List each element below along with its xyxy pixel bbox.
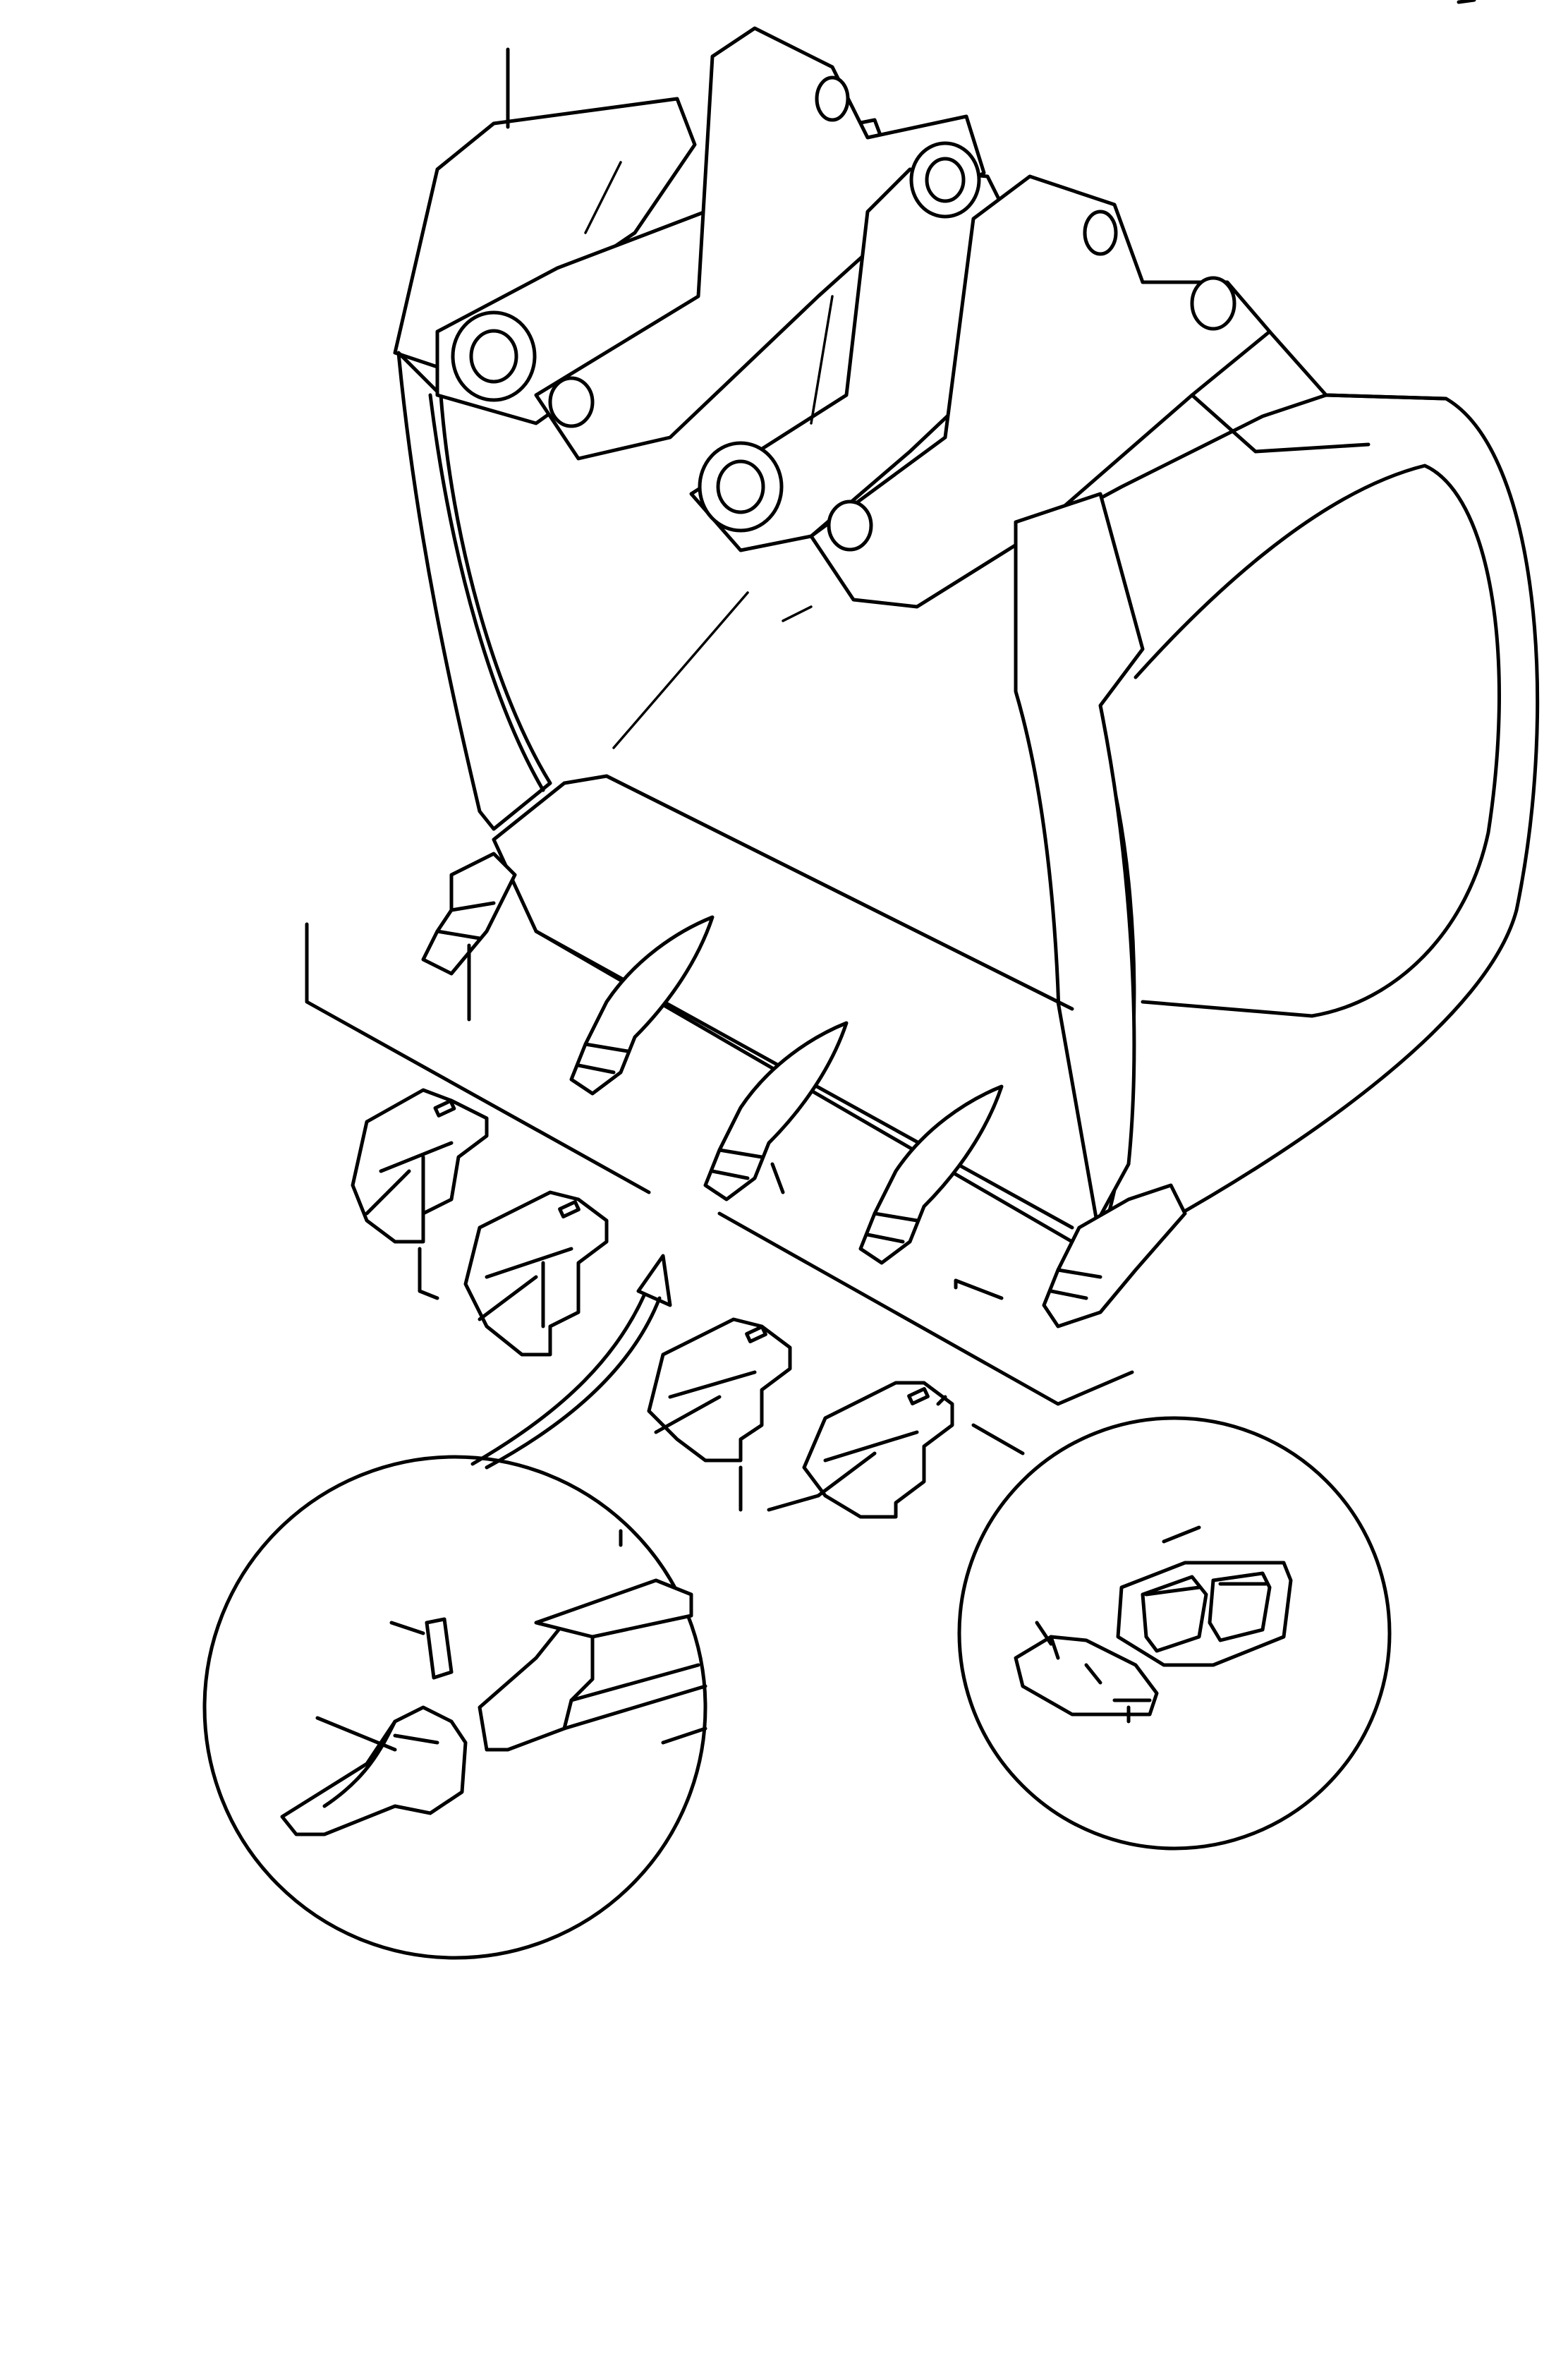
detail-circle-right <box>957 1416 1392 1851</box>
leader-tooth-1 <box>467 943 958 1290</box>
assembly-arrow <box>470 1254 672 1470</box>
detail-circle-left <box>202 1455 707 1960</box>
tooth-4 <box>858 1084 1004 1265</box>
boss-1 <box>451 310 537 402</box>
boss-2 <box>909 141 981 219</box>
back-wall-curve <box>428 393 545 792</box>
bucket-body <box>393 26 1540 1244</box>
hinge-bracket-center-left <box>534 26 986 461</box>
retaining-pin <box>425 1617 454 1680</box>
corner-mark <box>1457 0 1476 4</box>
adapter-4 <box>802 1381 954 1519</box>
boss-3 <box>698 441 784 533</box>
right-side-plate <box>1014 492 1145 1244</box>
adapter-top <box>534 1578 693 1639</box>
adapter-1 <box>351 1088 489 1244</box>
tooth-leader <box>315 1716 397 1752</box>
rib-lines <box>584 161 834 749</box>
pin-leader <box>389 1621 425 1635</box>
tooth-3 <box>703 1021 849 1201</box>
teeth-row <box>421 852 1187 1328</box>
right-rim-inner <box>1134 464 1501 1018</box>
adapter-leaders <box>418 1247 820 1512</box>
rim-top-band <box>1190 329 1448 454</box>
tooth-2 <box>569 915 715 1096</box>
boss-3-hole <box>716 459 765 514</box>
detail-circle-lock <box>936 1395 1392 1851</box>
lock-leader <box>1162 1525 1201 1544</box>
tooth-point <box>280 1705 468 1836</box>
left-side-wall <box>396 351 552 831</box>
tooth-1 <box>421 852 517 976</box>
hole-1 <box>548 376 595 428</box>
cutting-edge-lip <box>492 774 1102 1244</box>
hole-3 <box>1190 276 1236 331</box>
boss-1-hole <box>469 329 518 384</box>
hinge-pin-left <box>815 75 850 122</box>
adapter-2 <box>463 1190 609 1357</box>
adapter-3 <box>647 1317 792 1463</box>
tooth-5 <box>1042 1183 1187 1328</box>
detail-leader-right <box>936 1395 1025 1455</box>
hinge-pin-right <box>1083 210 1118 256</box>
detail-circle-pin <box>202 1455 707 1960</box>
lock-plate <box>1014 1635 1159 1717</box>
explode-bracket-line <box>305 922 1134 1406</box>
adapter-nose <box>478 1621 595 1752</box>
hole-2 <box>827 500 873 552</box>
plate-leader <box>1035 1621 1053 1646</box>
boss-2-hole <box>925 157 966 203</box>
